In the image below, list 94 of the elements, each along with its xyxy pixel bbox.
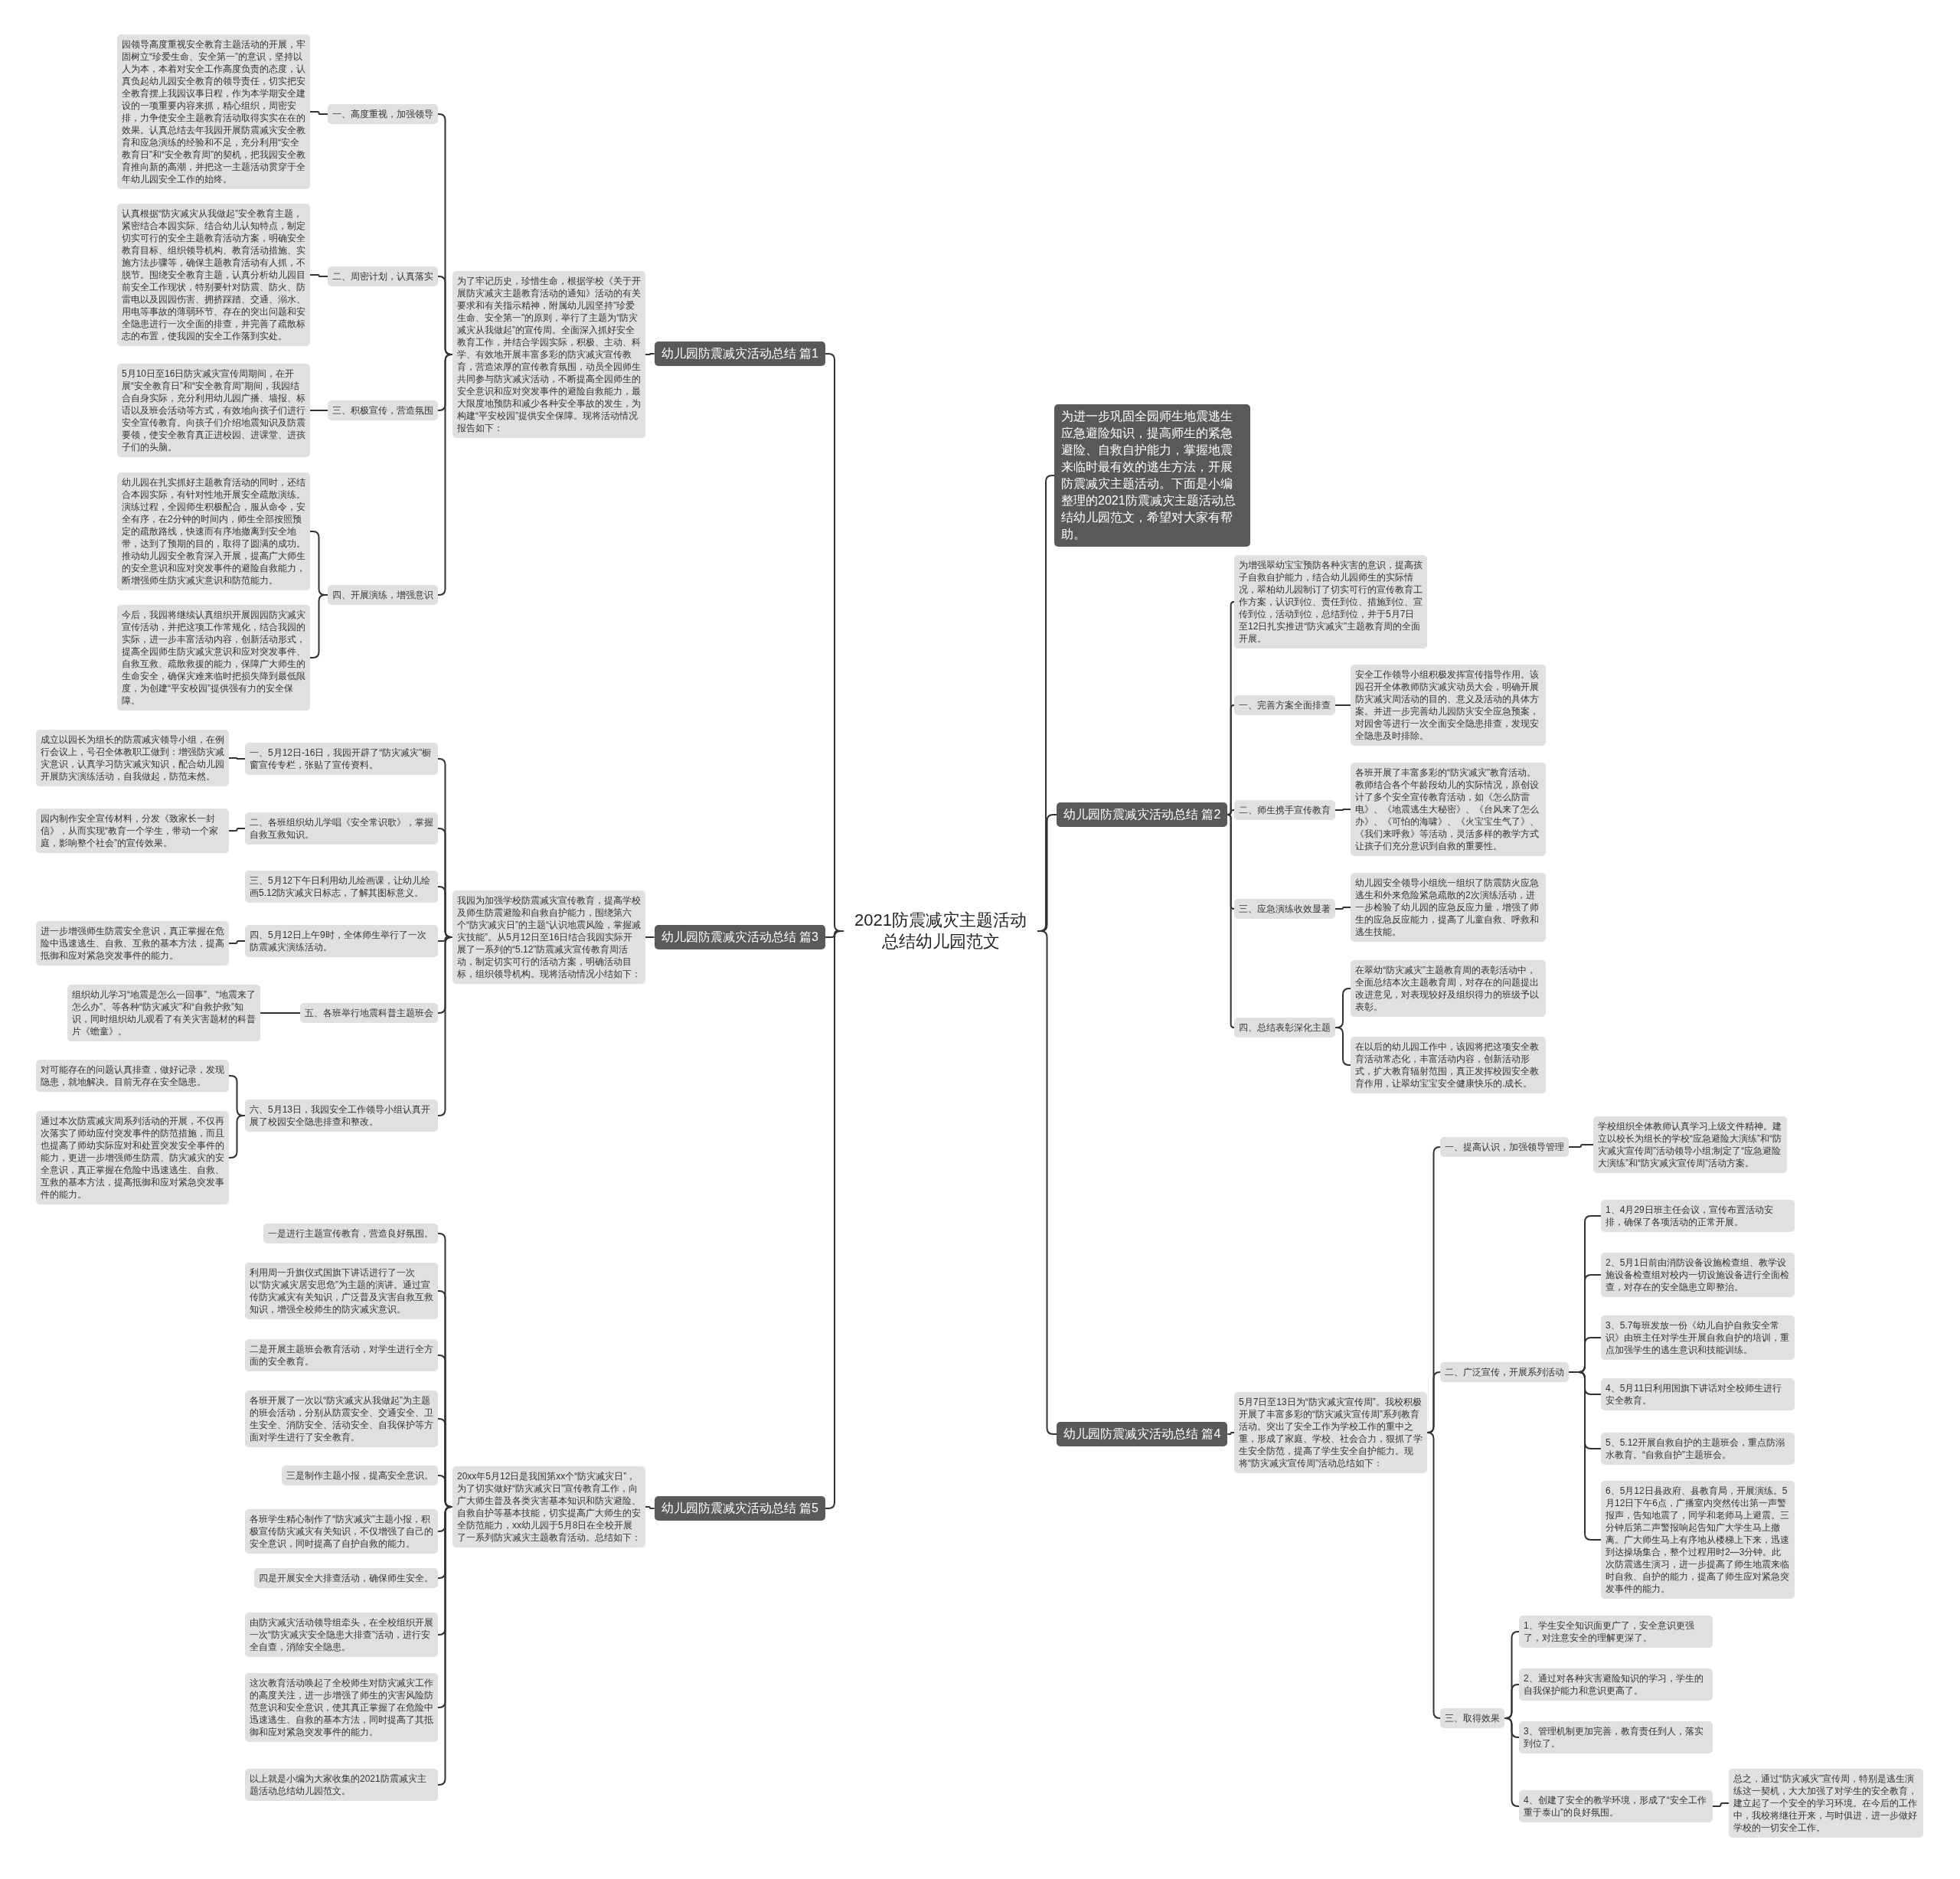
note-box: 幼儿园在扎实抓好主题教育活动的同时，还结合本园实际，有针对性地开展安全疏散演练。演练过程，全园师生积极配合，服从命令，安全有序，在2分钟的时间内，师生全部按照预定的疏散路线，快速而有序地撤离到安全地带，达到了预期的目的，取得了圆满的成功。推动幼儿园安全教育深入开展，提高广大师生的安全意识和应对突发事件的避险自救能力，断增强师生防灾减灾意识和防范能力。 [117, 472, 310, 590]
topic-box: 为进一步巩固全园师生地震逃生应急避险知识，提高师生的紧急避险、自救自护能力，掌握地震来临时最有效的逃生方法，开展防震减灾主题活动。下面是小编整理的2021防震减灾主题活动总结幼儿园范文，希望对大家有帮助。 [1054, 404, 1250, 547]
connector-line [437, 936, 453, 1116]
connector-line [1712, 1802, 1730, 1807]
note-box: 为了牢记历史，珍惜生命，根据学校《关于开展防灾减灾主题教育活动的通知》活动的有关要求和有关指示精神，附属幼儿园坚持"珍爱生命、安全第一"的原则，举行了主题为“防灾减灾从我做起”的宣传周。全面深入抓好安全教育工作，并结合学园实际，积极、主动、科学、有效地开展丰富多彩的防灾减灾宣传教育，营造浓厚的宣传教育氛围，动员全园师生共同参与防灾减灾活动，不断提高全园师生的安全意识和应对突发事件的避险自救能力，最大限度地预防和减少各种安全事故的发生，为构建“平安校园”提供安全保障。现将活动情况报告如下： [452, 271, 645, 438]
note-box: 总之，通过“防灾减灾”宣传周，特别是逃生演练这一契机，大大加强了对学生的安全教育，建立起了一个安全的学习环境。在今后的工作中，我校将继往开来，与时俱进，进一步做好学校的一切安全工作。 [1729, 1769, 1923, 1838]
note-box: 各班开展了丰富多彩的“防灾减灾”教育活动。教师结合各个年龄段幼儿的实际情况，原创设计了多个安全宣传教育活动，如《怎么防雷电》、《地震逃生大秘密》、《台风来了怎么办》、《可怕的海啸》、《火宝宝生气了》、《我们来呼救》等活动，灵活多样的教学方式让孩子们充分意识到自救的重要性。 [1351, 763, 1546, 856]
note-box: 5月10日至16日防灾减灾宣传周期间，在开展“安全教育日”和“安全教育周”期间，我园结合自身实际，充分利用幼儿园广播、墙报、标语以及班会活动等方式，有效地向孩子们进行安全宣传教育。向孩子们介绍地震知识及防震要领，使安全教育真正进校园、进课堂、进孩子们的头脑。 [117, 364, 310, 457]
connector-line [1334, 1027, 1351, 1066]
note-box: 组织幼儿学习“地震是怎么一回事”、“地震来了怎么办”、等各种“防灾减灾”和“自救护救”知识，同时组织幼儿观看了有关灾害题材的科普片《蟾童》。 [67, 985, 260, 1041]
note-box: 20xx年5月12日是我国第xx个“防灾减灾日”，为了切实做好“防灾减灾日”宣传教育工作，向广大师生普及各类灾害基本知识和防灾避险、自救自护等基本技能，切实提高广大师生的安全防范能力，xx幼儿园于5月8日在全校开展了一系列防灾减灾主题教育活动。总结如下： [452, 1466, 645, 1547]
note-box: 2、通过对各种灾害避险知识的学习，学生的自我保护能力和意识更高了。 [1519, 1668, 1713, 1701]
connector-line [645, 936, 655, 938]
note-box: 为增强翠幼宝宝预防各种灾害的意识，提高孩子自救自护能力，结合幼儿园师生的实际情况，翠柏幼儿园制订了切实可行的宣传教育工作方案，认识到位、责任到位、措施到位、宣传到位，活动到位，总结到位，并于5月7日至12日扎实推进“防灾减灾”主题教育周的全面开展。 [1234, 555, 1427, 649]
note-box: 学校组织全体教师认真学习上级文件精神。建立以校长为组长的学校“应急避险大演练”和“防灾减灾宣传周”活动领导小组;制定了“应急避险大演练”和“防灾减灾宣传周”活动方案。 [1593, 1116, 1787, 1173]
note-box: 五、各班举行地震科普主题班会 [300, 1003, 438, 1023]
note-box: 3、管理机制更加完善，教育责任到人，落实到位了。 [1519, 1721, 1713, 1753]
note-box: 利用周一升旗仪式国旗下讲话进行了一次以“防灾减灾居安思危”为主题的演讲。通过宣传防灾减灾有关知识，广泛普及灾害自救互救知识，增强全校师生的防灾减灾意识。 [245, 1263, 438, 1319]
note-box: 通过本次防震减灾周系列活动的开展，不仅再次落实了师幼应付突发事件的防范措施，而且也提高了师幼实际应对和处置突发安全事件的能力，更进一步增强师生防震、防灾减灾的安全意识，真正掌握在危险中迅速逃生、自救、互救的基本方法，提高抵御和应对紧急突发事件的能力。 [36, 1111, 229, 1204]
note-box: 一、5月12日-16日，我园开辟了“防灾减灾”橱窗宣传专栏，张贴了宣传资料。 [245, 743, 438, 775]
note-box: 5月7日至13日为“防灾减灾宣传周”。我校积极开展了丰富多彩的“防灾减灾宣传周”系列教育活动。突出了安全工作为学校工作的重中之重，形成了家庭、学校、社会合力，狠抓了学生安全防范，提高了学生安全自护能力。现将“防灾减灾宣传周”活动总结如下： [1234, 1392, 1427, 1473]
connector-line [1504, 1717, 1520, 1807]
note-box: 2、5月1日前由消防设备设施检查组、教学设施设备检查组对校内一切设施设备进行全面检查，对存在的安全隐患立即整治。 [1601, 1253, 1795, 1297]
note-box: 二、师生携手宣传教育 [1234, 800, 1335, 820]
connector-line [1568, 1144, 1594, 1148]
note-box: 园内制作安全宣传材料，分发《致家长一封信》，从而实现“教育一个学生，带动一个家庭，影响整个社会”的宣传效果。 [36, 809, 229, 853]
note-box: 对可能存在的问题认真排查，做好记录，发现隐患，就地解决。目前无存在安全隐患。 [36, 1060, 229, 1092]
connector-line [645, 353, 655, 355]
connector-line [1227, 704, 1235, 815]
connector-line [228, 828, 246, 832]
topic-box: 幼儿园防震减灾活动总结 篇3 [654, 925, 825, 949]
note-box: 安全工作领导小组积极发挥宣传指导作用。该园召开全体教师防灾减灾动员大会，明确开展防灾减灾周活动的目的、意义及活动的具体方案。并进一步完善幼儿园防灾安全应急预案，对园舍等进行一次全面安全隐患排查，发现安全隐患及时排除。 [1351, 665, 1546, 746]
note-box: 园领导高度重视安全教育主题活动的开展，牢固树立“珍爱生命、安全第一”的意识，坚持以人为本，本着对安全工作高度负责的态度，认真负起幼儿园安全教育的领导责任，切实把安全教育摆上我园议事日程，作为本学期安全建设的一项重要内容来抓，精心组织，周密安排，力争使安全主题教育活动取得实实在在的效果。认真总结去年我园开展防震减灾安全教育和应急演练的经验和不足，充分利用“安全教育日”和“安全教育周”的契机，把我园安全教育推向新的高潮，并把这一主题活动贯穿于全年幼儿园安全工作的始终。 [117, 34, 310, 189]
note-box: 二、周密计划，认真落实 [328, 266, 438, 286]
note-box: 认真根据“防灾减灾从我做起”安全教育主题，紧密结合本园实际、结合幼儿认知特点，制定切实可行的安全主题教育活动方案，明确安全教育目标、组织领导机构、教育活动措施、实施方法步骤等，确保主题教育活动有人抓，不脱节。围绕安全教育主题，认真分析幼儿园目前安全工作现状，特别要针对防震、防火、防雷电以及园园伤害、拥挤踩踏、交通、溺水、用电等事故的薄弱环节、存在的突出问题和安全隐患进行一次全面的排查，并完善了疏散标志的布置，使我园的安全工作落到实处。 [117, 204, 310, 346]
connector-line [645, 1506, 655, 1509]
connector-line [1568, 1371, 1602, 1541]
connector-line [1334, 907, 1351, 910]
connector-line [1227, 1432, 1235, 1435]
note-box: 1、4月29日班主任会议，宣传布置活动安排，确保了各项活动的正常开展。 [1601, 1200, 1795, 1232]
topic-box: 幼儿园防震减灾活动总结 篇2 [1057, 802, 1228, 827]
note-box: 由防灾减灾活动领导组牵头，在全校组织开展一次“防灾减灾安全隐患大排查”活动，进行安全自查，消除安全隐患。 [245, 1613, 438, 1657]
note-box: 四、5月12日上午9时，全体师生举行了一次防震减灾演练活动。 [245, 925, 438, 957]
note-box: 一、高度重视，加强领导 [328, 104, 438, 124]
note-box: 四、开展演练，增强意识 [328, 585, 438, 605]
note-box: 4、5月11日利用国旗下讲话对全校师生进行安全教育。 [1601, 1378, 1795, 1410]
note-box: 以上就是小编为大家收集的2021防震减灾主题活动总结幼儿园范文。 [245, 1769, 438, 1801]
note-box: 3、5.7每班发放一份《幼儿自护自救安全常识》由班主任对学生开展自救自护的培训，重点加强学生的逃生意识和技能训练。 [1601, 1315, 1795, 1360]
note-box: 在以后的幼儿园工作中，该园将把这项安全教育活动常态化，丰富活动内容，创新活动形式，扩大教育辐射范围，真正发挥校园安全教育作用，让翠幼宝宝安全健康快乐的.成长。 [1351, 1037, 1546, 1093]
note-box: 三是制作主题小报，提高安全意识。 [282, 1466, 438, 1485]
note-box: 5、5.12开展自救自护的主题班会，重点防溺水教育。“自救自护”主题班会。 [1601, 1433, 1795, 1465]
note-box: 4、创建了安全的教学环境，形成了“安全工作重于泰山”的良好氛围。 [1519, 1790, 1713, 1822]
note-box: 各班开展了一次以“防灾减灾从我做起”为主题的班会活动，分别从防震安全、交通安全、卫生安全、消防安全、活动安全、自我保护等方面对学生进行了安全教育。 [245, 1390, 438, 1447]
note-box: 六、5月13日，我园安全工作领导小组认真开展了校园安全隐患排查和整改。 [245, 1100, 438, 1132]
note-box: 一是进行主题宣传教育，营造良好氛围。 [263, 1224, 438, 1243]
note-box: 三、取得效果 [1440, 1708, 1504, 1728]
connector-line [1426, 1432, 1441, 1719]
note-box: 在翠幼“防灾减灾”主题教育周的表彰活动中，全面总结本次主题教育周，对存在的问题提出改进意见，对表现较好及组织得力的班级予以表彰。 [1351, 960, 1546, 1017]
topic-box: 幼儿园防震减灾活动总结 篇4 [1057, 1422, 1228, 1446]
note-box: 三、应急演练收效显著 [1234, 899, 1335, 919]
note-box: 二是开展主题班会教育活动，对学生进行全方面的安全教育。 [245, 1339, 438, 1371]
connector-line [1037, 930, 1057, 1435]
connector-line [260, 1012, 301, 1014]
note-box: 各班学生精心制作了“防灾减灾”主题小报，积极宣传防灾减灾有关知识，不仅增强了自己的安全意识，同时提高了自护自救的能力。 [245, 1509, 438, 1554]
connector-line [437, 1506, 453, 1786]
note-box: 二、广泛宣传，开展系列活动 [1440, 1362, 1569, 1382]
connector-line [825, 930, 844, 1509]
note-box: 6、5月12日县政府、县教育局，开展演练。5月12日下午6点，广播室内突然传出第一声警报声，告知地震了，同学和老师马上避震。三分钟后第二声警报响起告知广大学生马上撤离。广大师生马上有序地从楼梯上下来，迅速到达操场集合，整个过程用时2—3分钟。此次防震逃生演习，进一步提高了师生地震来临时自救、自护的能力，提高了师生应对紧急突发事件的能力。 [1601, 1481, 1795, 1599]
note-box: 我园为加强学校防震减灾宣传教育，提高学校及师生防震避险和自救自护能力，围绕第六个“防灾减灾日”的主题“认识地震风险，掌握减灾技能”。从5月12日至16日结合我园实际开展了一系列的“5.12”防震减灾宣传教育周活动，制定切实可行的活动方案，明确活动目标，组织领导机构。现将活动情况小结如下： [452, 890, 645, 984]
note-box: 一、提高认识，加强领导管理 [1440, 1137, 1569, 1157]
note-box: 幼儿园安全领导小组统一组织了防震防火应急逃生和外来危险紧急疏散的2次演练活动，进一步检验了幼儿园的应急反应力量，增强了师生的应急反应能力，提高了儿童自救、呼救和逃生技能。 [1351, 873, 1546, 942]
note-box: 成立以园长为组长的防震减灾领导小组，在例行会议上，号召全体教职工做到：增强防灾减灾意识，认真学习防灾减灾知识，配合幼儿园开展防灾演练活动，自我做起，防范未然。 [36, 730, 229, 786]
note-box: 进一步增强师生防震安全意识，真正掌握在危险中迅速逃生、自救、互救的基本方法，提高抵御和应对紧急突发事件的能力。 [36, 921, 229, 966]
note-box: 四、总结表彰深化主题 [1234, 1018, 1335, 1038]
note-box: 1、学生安全知识面更广了，安全意识更强了，对注意安全的理解更深了。 [1519, 1616, 1713, 1648]
note-box: 一、完善方案全面排查 [1234, 695, 1335, 715]
connector-line [1227, 814, 1235, 1028]
connector-line [228, 757, 246, 760]
central-topic: 2021防震减灾主题活动总结幼儿园范文 [844, 910, 1037, 953]
connector-line [309, 111, 328, 115]
note-box: 二、各班组织幼儿学唱《安全常识歌》，掌握自救互救知识。 [245, 812, 438, 845]
topic-box: 幼儿园防震减灾活动总结 篇1 [654, 341, 825, 366]
connector-line [309, 410, 328, 411]
note-box: 三、5月12下午日利用幼儿绘画课，让幼儿绘画5.12防灾减灾日标志，了解其图标意义。 [245, 871, 438, 903]
topic-box: 幼儿园防震减灾活动总结 篇5 [654, 1496, 825, 1521]
connector-line [309, 274, 328, 277]
note-box: 这次教育活动唤起了全校师生对防灾减灾工作的高度关注，进一步增强了师生的灾害风险防范意识和安全意识，使其真正掌握了在危险中迅速逃生、自救的基本方法，同时提高了其抵御和应对紧急突发事件的能力。 [245, 1673, 438, 1742]
note-box: 四是开展安全大排查活动，确保师生安全。 [254, 1568, 438, 1588]
connector-line [228, 940, 246, 944]
connector-line [437, 354, 453, 596]
connector-line [1334, 809, 1351, 811]
note-box: 三、积极宣传，营造氛围 [328, 400, 438, 420]
connector-line [1334, 704, 1351, 706]
note-box: 今后，我园将继续认真组织开展园园防灾减灾宣传活动，并把这项工作常规化，结合我园的实际，进一步丰富活动内容，创新活动形式，提高全园师生防灾减灾意识和应对突发事件、自救互救、疏散救援的能力，保障广大师生的生命安全，确保灾难来临时把损失降到最低限度，为创建“平安校园”提供强有力的安全保障。 [117, 605, 310, 711]
